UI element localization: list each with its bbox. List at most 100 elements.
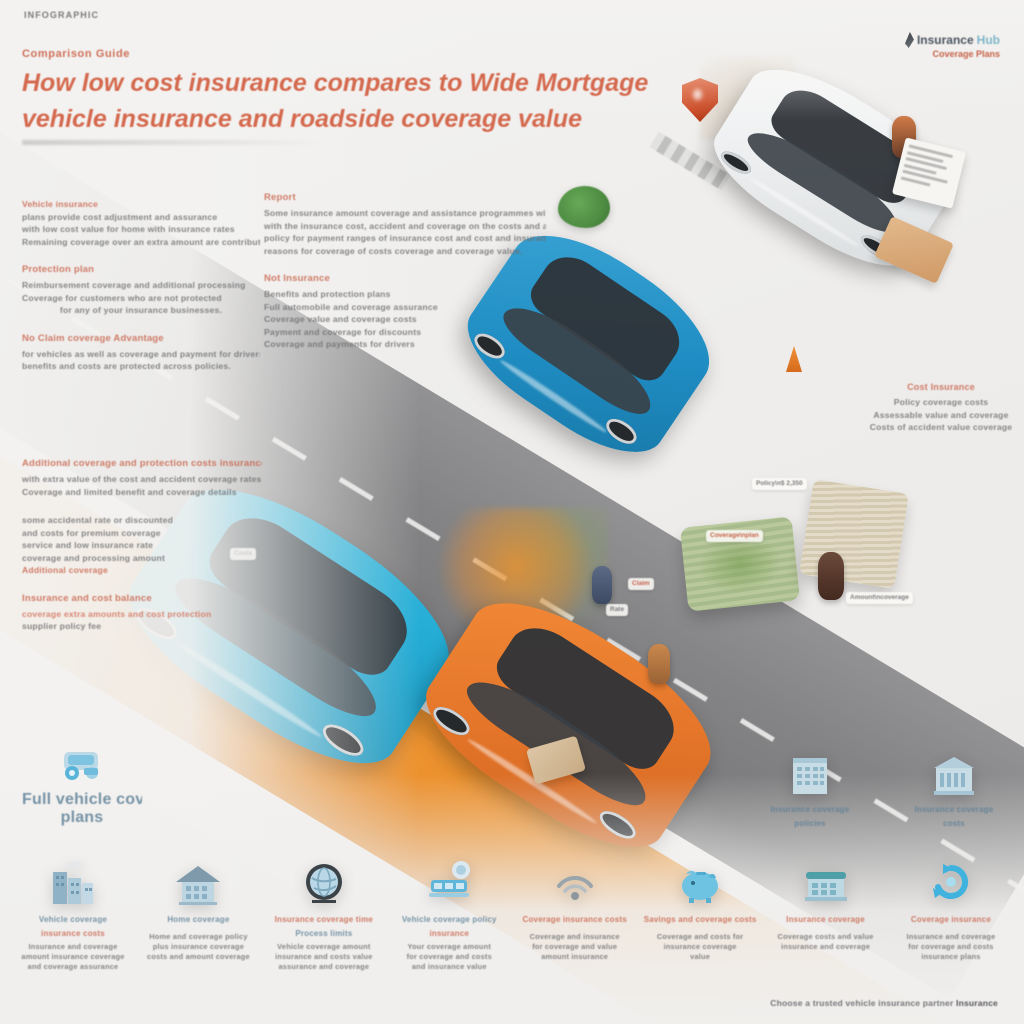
icon-body-line: Coverage and costs for — [656, 931, 744, 941]
block-lead: Vehicle insurance — [22, 199, 99, 209]
icon-cell-recycle-arrows[interactable]: Coverage insurance Insurance and coverag… — [892, 860, 1010, 972]
block-line: Additional coverage — [22, 565, 108, 575]
page-title-line-1: How low cost insurance compares to Wide … — [22, 69, 649, 97]
callout-line: Assessable value and coverage — [873, 409, 1009, 420]
scene-tag: Policy\n$ 2,350 — [752, 478, 807, 490]
block-line: Coverage and limited benefit and coverag… — [22, 486, 237, 497]
icon-body-line: for coverage and costs — [406, 952, 492, 961]
left-column-lower: Additional coverage and protection costs… — [22, 458, 262, 649]
tree-icon — [558, 186, 610, 228]
header-kicker: Comparison Guide — [22, 48, 130, 60]
block-line: and costs for premium coverage — [22, 527, 161, 538]
icon-caption-line-1: Coverage insurance — [910, 915, 991, 924]
block-line: for any of your insurance businesses. — [59, 305, 223, 315]
feather-pen-icon — [904, 32, 914, 48]
icon-body-line: Home and coverage policy — [149, 931, 248, 941]
block-line: Full automobile and coverage assurance — [264, 301, 438, 312]
icon-caption-line-1: Vehicle coverage — [38, 915, 108, 924]
icon-cell-wifi-signal[interactable]: Coverage insurance costs Coverage and in… — [516, 860, 634, 972]
left-column-upper: Vehicle insurance plans provide cost adj… — [22, 198, 260, 389]
icon-cell-house[interactable]: Home coverage Home and coverage policy p… — [139, 860, 257, 972]
icon-caption-line-2: insurance costs — [41, 928, 105, 938]
icon-body-line: for coverage and value — [532, 941, 618, 951]
text-block: Protection plan Reimbursement coverage a… — [22, 264, 260, 317]
icon-caption-line-2: insurance — [429, 928, 470, 938]
icon-body-line: insurance plans — [921, 951, 981, 961]
icon-body-line: Your coverage amount — [407, 942, 492, 951]
block-line: Coverage value and coverage costs — [264, 314, 417, 324]
brand-name-primary: Insurance — [916, 33, 974, 47]
icon-cell-piggy-bank[interactable]: Savings and coverage costs Coverage and … — [641, 860, 759, 972]
wifi-signal-icon — [556, 876, 593, 900]
icon-cell-service-shop[interactable]: Insurance coverage Coverage costs and va… — [767, 860, 885, 972]
icon-caption-line-1: Coverage insurance costs — [522, 915, 627, 924]
icon-cell-office-building[interactable]: Insurance coverage policies — [748, 752, 872, 832]
icon-caption-line-1: Insurance coverage time — [274, 915, 374, 924]
callout-line: Costs of accident value coverage — [869, 422, 1013, 432]
right-callout-block: Cost Insurance Policy coverage costs Ass… — [866, 382, 1016, 434]
icon-cell-car-key[interactable]: Vehicle coverage policy insurance Your c… — [390, 860, 508, 972]
icon-cell-bank-building[interactable]: Insurance coverage costs — [892, 752, 1016, 832]
icon-body-line: and coverage assurance — [27, 962, 119, 971]
icon-cell-globe-clock[interactable]: Insurance coverage time Process limits V… — [265, 860, 383, 972]
piggy-bank-icon — [682, 870, 719, 903]
icon-caption-line-2: Process limits — [295, 928, 353, 938]
title-underline — [22, 140, 322, 145]
block-lead: Protection plan — [22, 264, 95, 275]
person-figure — [592, 566, 612, 604]
icon-cell-factory[interactable]: Vehicle coverage insurance costs Insuran… — [14, 860, 132, 972]
icon-body-line: insurance and coverage — [781, 941, 871, 951]
icon-body-line: amount insurance — [541, 951, 609, 961]
block-line: with the insurance cost, accident and co… — [264, 220, 546, 231]
recycle-arrows-icon — [932, 864, 969, 899]
block-lead: No Claim coverage Advantage — [22, 332, 164, 344]
icon-row-middle-right: Insurance coverage policies Insurance co… — [748, 752, 1016, 832]
text-block: Additional coverage and protection costs… — [22, 458, 262, 498]
block-line: for vehicles as well as coverage and pay… — [22, 348, 260, 359]
scene-tag: Claim — [628, 578, 654, 590]
icon-body-line: Insurance and coverage — [28, 942, 118, 951]
callout-head: Cost Insurance — [907, 382, 975, 392]
icon-caption-line-1: Home coverage — [167, 915, 230, 924]
icon-caption-line-1: Full vehicle coverage — [22, 791, 142, 808]
block-line: with extra value of the cost and acciden… — [22, 474, 262, 484]
icon-body-line: Coverage and insurance — [529, 931, 620, 941]
traffic-cone-icon — [786, 346, 802, 372]
brand-logo[interactable]: Insurance Hub Coverage Plans — [904, 32, 1000, 59]
icon-body-line: for coverage and costs — [908, 941, 994, 951]
block-line: Payment and coverage for discounts — [264, 326, 422, 337]
car-insurance-icon — [64, 752, 98, 780]
factory-icon — [53, 861, 93, 904]
block-line: with low cost value for home with insura… — [22, 224, 235, 234]
icon-cell-car-insurance[interactable]: Full vehicle coverage plans — [22, 746, 142, 827]
callout-line: Policy coverage costs — [893, 397, 989, 407]
document-stack-icon — [799, 479, 909, 589]
car-key-icon — [429, 861, 471, 897]
page-title-line-2: vehicle insurance and roadside coverage … — [22, 105, 582, 133]
block-line: some accidental rate or discounted — [22, 515, 174, 525]
service-shop-icon — [804, 872, 847, 901]
block-line: supplier policy fee — [22, 621, 102, 631]
text-block: some accidental rate or discounted and c… — [22, 514, 262, 577]
icon-caption-line-1: Insurance coverage — [786, 915, 865, 924]
middle-column: Report Some insurance amount coverage an… — [264, 192, 546, 367]
icon-caption-line-2: policies — [794, 818, 826, 828]
icon-body-line: Insurance and coverage — [906, 931, 996, 941]
house-icon — [176, 866, 221, 905]
icon-caption-line-2: plans — [60, 809, 104, 826]
scene-tag: Amount\ncoverage — [846, 592, 913, 604]
text-block: No Claim coverage Advantage for vehicles… — [22, 333, 260, 373]
person-figure — [818, 552, 844, 600]
block-line: coverage and processing amount — [22, 552, 166, 563]
footer-note: Choose a trusted vehicle insurance partn… — [770, 998, 998, 1008]
header-block: Comparison Guide How low cost insurance … — [22, 48, 649, 145]
icon-body-line: insurance coverage — [663, 941, 737, 951]
eyebrow-label: INFOGRAPHIC — [24, 10, 100, 20]
block-line: Some insurance amount coverage and assis… — [264, 208, 546, 218]
icon-caption-line-1: Insurance coverage — [770, 805, 850, 814]
icon-body-line: Vehicle coverage amount — [277, 942, 371, 951]
icon-body-line: and insurance value — [411, 962, 487, 971]
icon-body-line: insurance and costs value — [275, 952, 373, 961]
block-line: Coverage for customers who are not prote… — [22, 292, 222, 303]
